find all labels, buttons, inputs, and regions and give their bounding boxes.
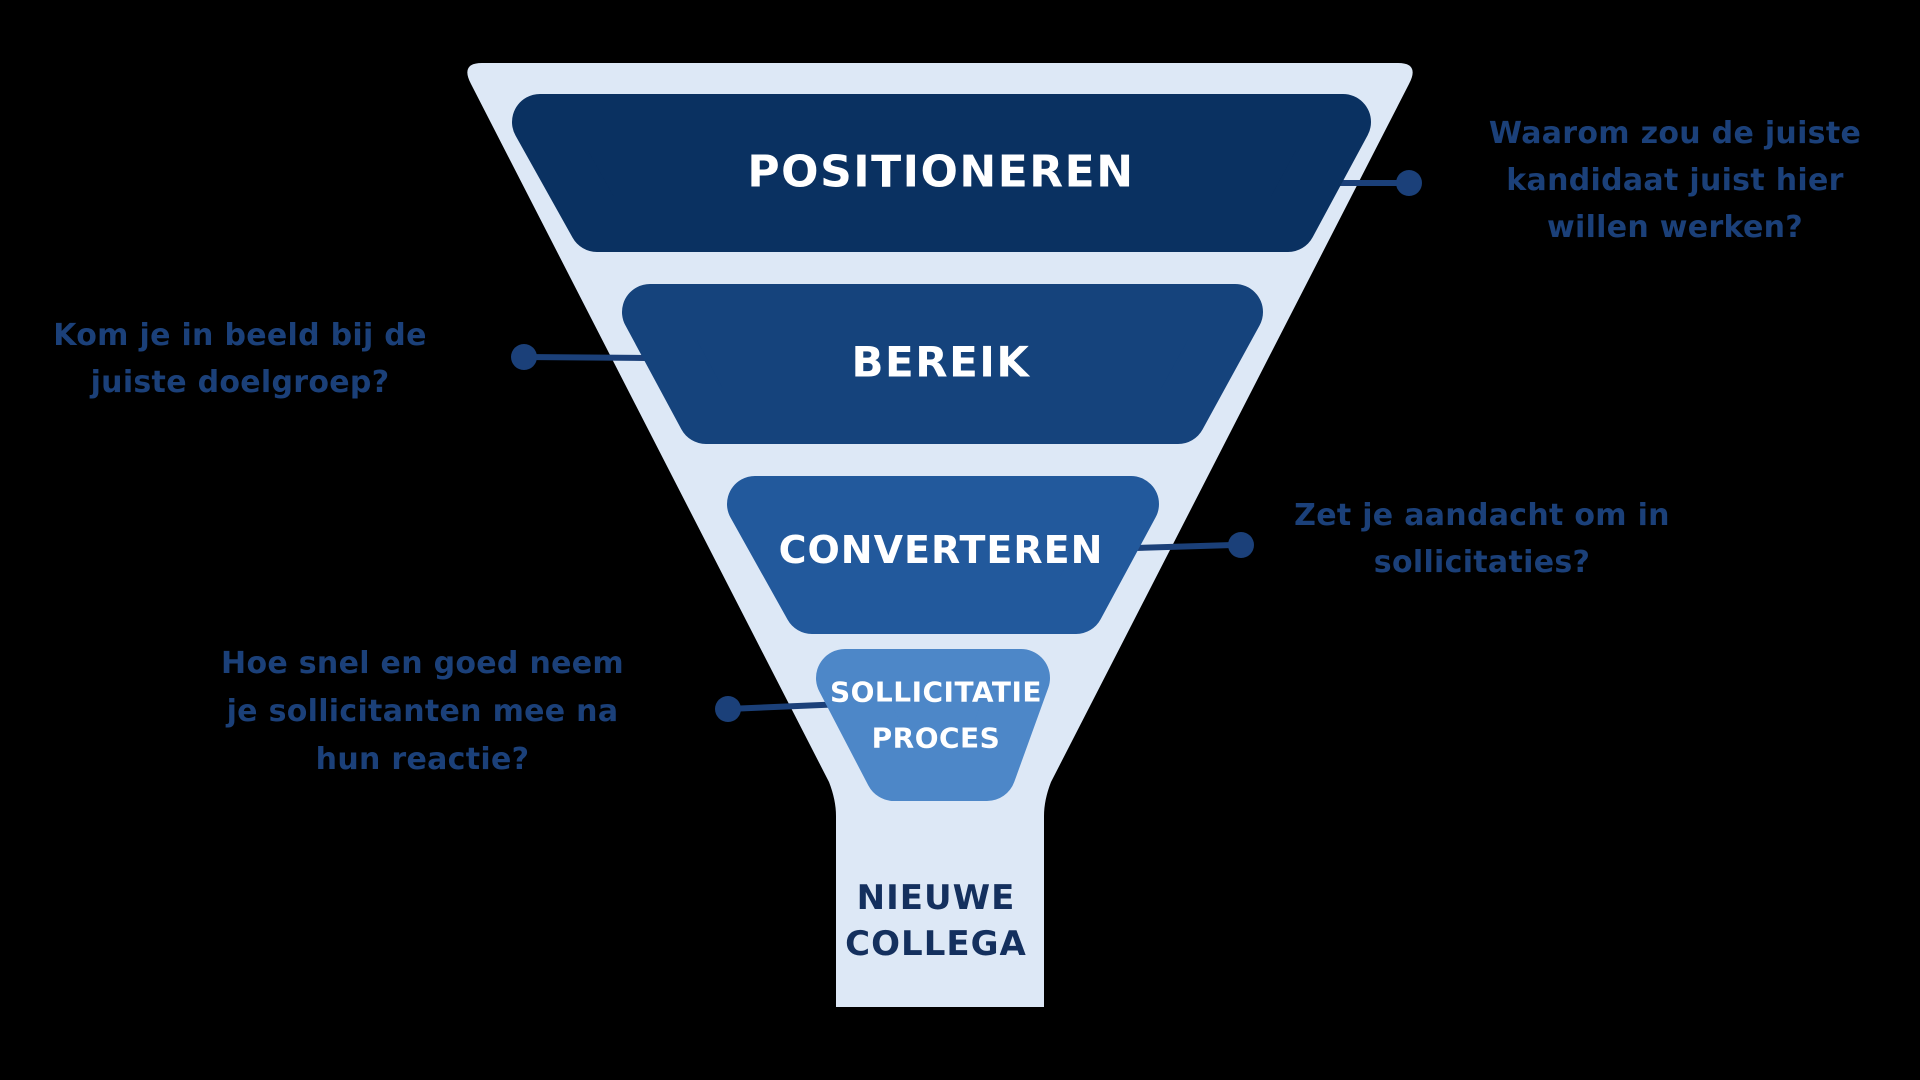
tier-bereik xyxy=(622,284,1263,444)
connector-positioneren xyxy=(1336,170,1422,196)
annotation-positioneren: Waarom zou de juiste kandidaat juist hie… xyxy=(1455,110,1895,251)
connector-line xyxy=(727,701,846,712)
connector-line xyxy=(523,354,646,361)
outcome-label-collega: COLLEGA xyxy=(845,924,1027,964)
annotation-line: Kom je in beeld bij de xyxy=(53,318,427,353)
annotation-line: hun reactie? xyxy=(315,742,530,777)
connector-sollicitatieproces xyxy=(715,696,846,722)
tier-label-converteren: CONVERTEREN xyxy=(779,528,1104,572)
connector-dot xyxy=(511,344,537,370)
tier-label-proces: PROCES xyxy=(872,722,1001,755)
annotation-line: kandidaat juist hier xyxy=(1506,163,1844,198)
annotation-line: Zet je aandacht om in xyxy=(1294,498,1670,533)
tier-label-sollicitatie: SOLLICITATIE xyxy=(830,676,1042,709)
annotation-line: Waarom zou de juiste xyxy=(1488,116,1862,151)
connector-line xyxy=(1134,542,1234,551)
annotation-line: je sollicitanten mee na xyxy=(226,694,619,729)
connector-dot xyxy=(1396,170,1422,196)
annotation-sollicitatieproces: Hoe snel en goed neem je sollicitanten m… xyxy=(205,640,640,784)
annotation-converteren: Zet je aandacht om in sollicitaties? xyxy=(1272,492,1692,586)
annotation-bereik: Kom je in beeld bij de juiste doelgroep? xyxy=(28,312,452,406)
tier-positioneren xyxy=(512,94,1371,252)
annotation-line: juiste doelgroep? xyxy=(90,365,390,400)
connector-converteren xyxy=(1134,532,1254,558)
connector-dot xyxy=(1228,532,1254,558)
annotation-line: sollicitaties? xyxy=(1373,545,1591,580)
annotation-line: willen werken? xyxy=(1546,210,1804,245)
outcome-label-nieuwe: NIEUWE xyxy=(857,878,1016,918)
tier-label-bereik: BEREIK xyxy=(852,338,1031,387)
tier-converteren xyxy=(727,476,1159,634)
tier-sollicitatieproces xyxy=(816,649,1050,801)
connector-bereik xyxy=(511,344,646,370)
tier-label-positioneren: POSITIONEREN xyxy=(747,147,1134,198)
connector-dot xyxy=(715,696,741,722)
annotation-line: Hoe snel en goed neem xyxy=(221,646,624,681)
